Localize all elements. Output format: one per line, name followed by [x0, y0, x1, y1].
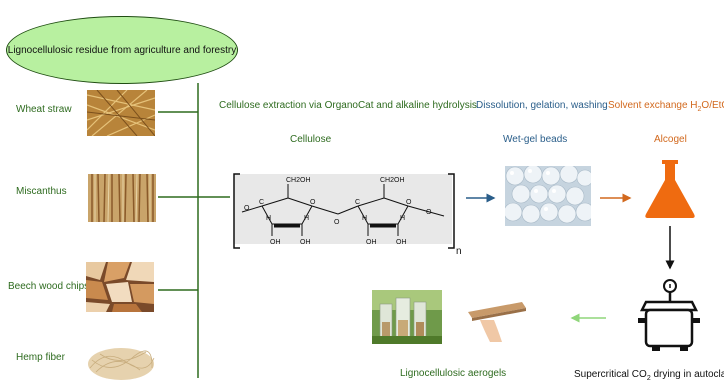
hydrogen-1b: H: [304, 215, 309, 222]
hemp-fiber-image: [86, 338, 156, 380]
feedstock-label-beech: Beech wood chips: [8, 281, 90, 292]
dissolution-step-label: Dissolution, gelation, washing: [476, 100, 608, 111]
hydrogen-1a: H: [266, 215, 271, 222]
hydroxyl-1a: OH: [270, 239, 281, 246]
ch2oh-group-1: CH2OH: [286, 177, 311, 184]
drying-step-label: Supercritical CO2 drying in autoclave: [574, 369, 724, 382]
hydrogen-2b: H: [400, 215, 405, 222]
source-label: Lignocellulosic residue from agriculture…: [7, 44, 237, 56]
solvent-exchange-label: Solvent exchange H2O/EtOH: [608, 100, 724, 113]
source-ellipse: Lignocellulosic residue from agriculture…: [6, 16, 238, 84]
wheat-straw-image: [87, 90, 155, 136]
autoclave-icon: [638, 279, 700, 351]
hydroxyl-1b: OH: [300, 239, 311, 246]
miscanthus-image: [88, 174, 156, 222]
glycosidic-oxygen-2: O: [334, 219, 340, 226]
carbon-2a: C: [355, 199, 360, 206]
feedstock-label-wheat: Wheat straw: [16, 104, 72, 115]
feedstock-label-miscanthus: Miscanthus: [16, 186, 67, 197]
wet-gel-label: Wet-gel beads: [503, 134, 568, 145]
aerogel-slab-image: [460, 290, 530, 344]
feedstock-label-hemp: Hemp fiber: [16, 352, 65, 363]
hydroxyl-2b: OH: [396, 239, 407, 246]
cellulose-structure-panel: [234, 174, 452, 244]
alcogel-label: Alcogel: [654, 134, 687, 145]
ch2oh-group-2: CH2OH: [380, 177, 405, 184]
flask-icon: [645, 160, 695, 218]
cellulose-structure-diagram: O CH2OH C O OH OH H H O CH2OH C O OH OH …: [233, 173, 462, 257]
glycosidic-oxygen-1: O: [244, 205, 250, 212]
carbon-1a: C: [259, 199, 264, 206]
hydroxyl-2a: OH: [366, 239, 377, 246]
beech-wood-chips-image: [86, 262, 154, 312]
ring-oxygen-1: O: [310, 199, 316, 206]
aerogel-jars-image: [372, 290, 442, 344]
wet-gel-beads-image: [505, 166, 591, 226]
glycosidic-oxygen-3: O: [426, 209, 432, 216]
aerogels-label: Lignocellulosic aerogels: [400, 368, 507, 379]
repeat-unit-n: n: [456, 246, 462, 257]
ring-oxygen-2: O: [406, 199, 412, 206]
hydrogen-2a: H: [362, 215, 367, 222]
cellulose-label: Cellulose: [290, 134, 332, 145]
extraction-step-label: Cellulose extraction via OrganoCat and a…: [219, 100, 477, 111]
